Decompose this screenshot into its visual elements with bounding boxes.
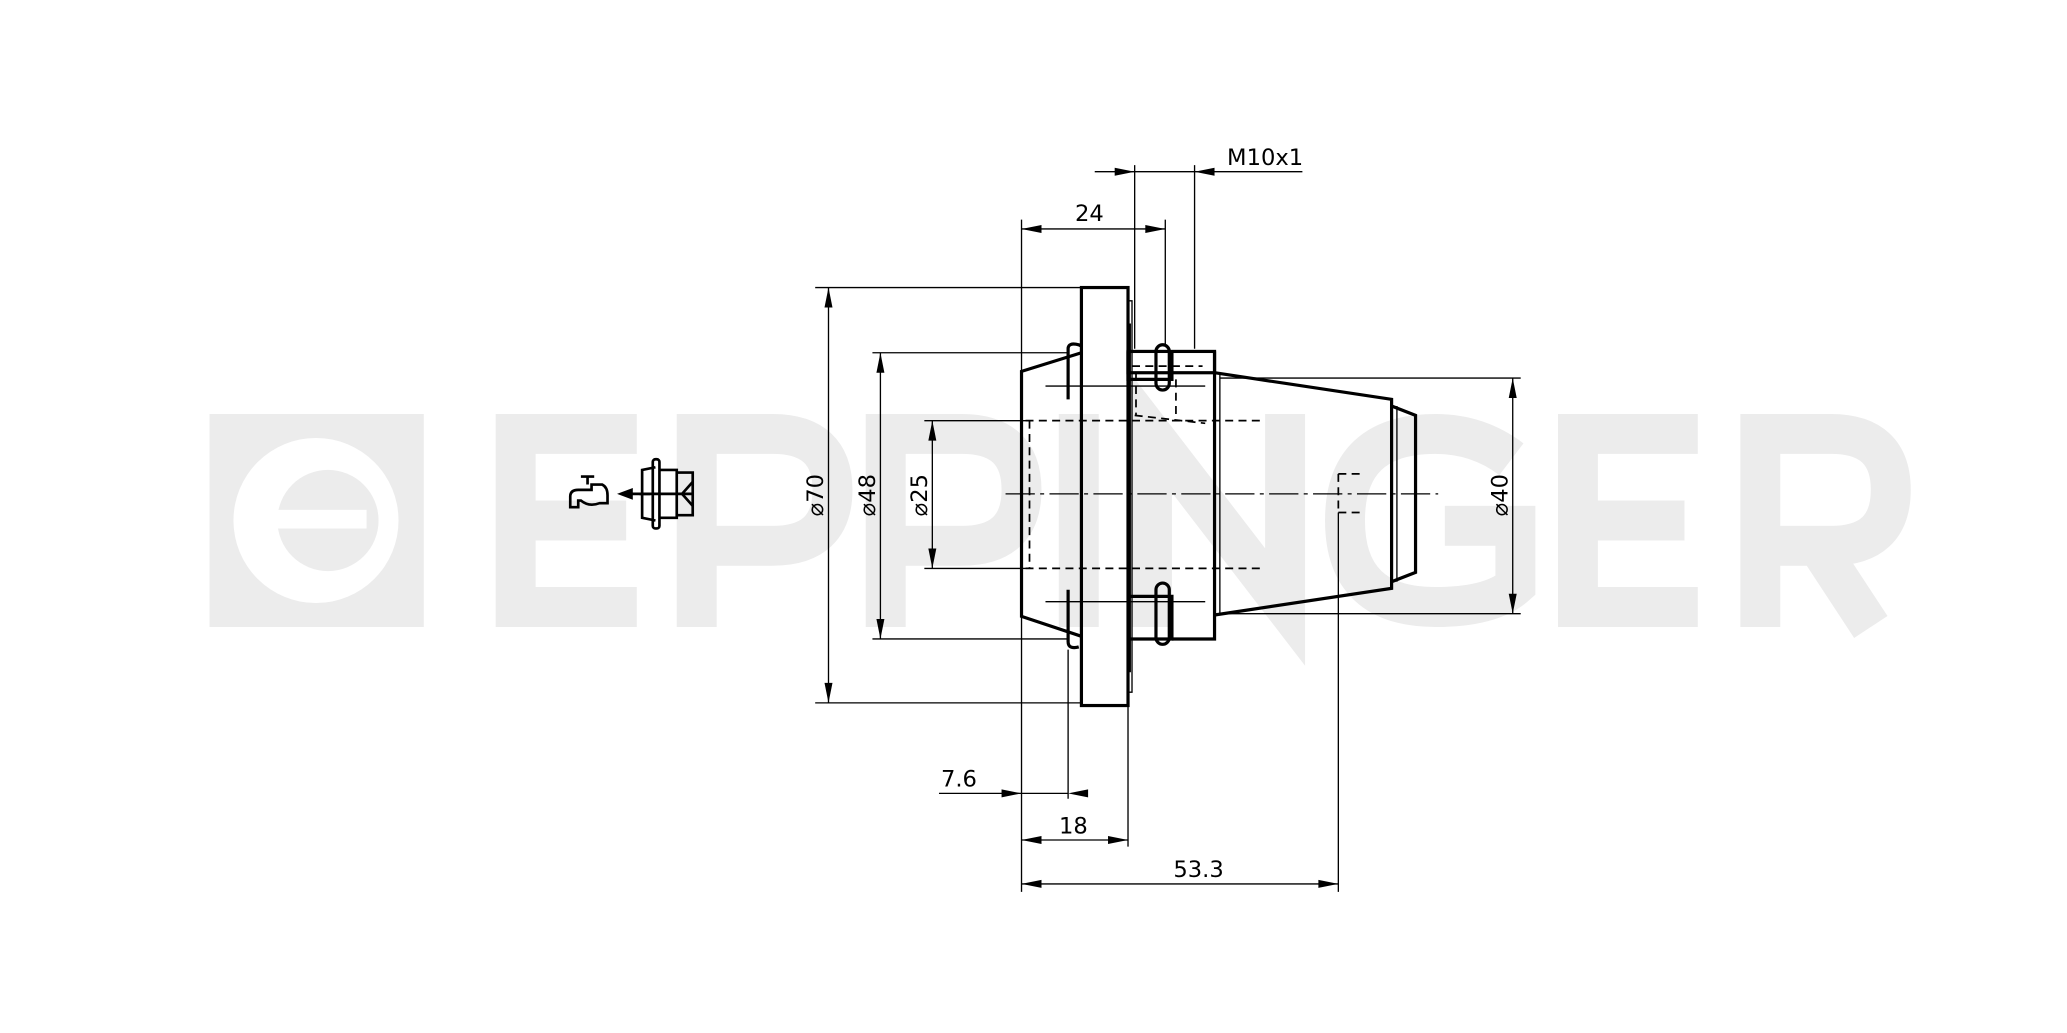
dim-length-7-6: 7.6 <box>941 767 977 793</box>
dim-diameter-48: ⌀48 <box>855 474 881 516</box>
dim-length-53-3: 53.3 <box>1173 857 1223 883</box>
dim-diameter-25: ⌀25 <box>907 474 933 516</box>
dim-diameter-40: ⌀40 <box>1487 474 1513 516</box>
dim-thread-m10x1: M10x1 <box>1227 145 1303 171</box>
tool-holder-part <box>1019 285 1418 708</box>
tool-holder-icon <box>617 457 695 530</box>
watermark-letters <box>495 375 1911 666</box>
dim-diameter-70: ⌀70 <box>803 474 829 516</box>
dimension-lines <box>815 165 1521 892</box>
dim-length-24: 24 <box>1075 201 1104 227</box>
eppinger-watermark <box>209 375 1911 666</box>
dim-length-18: 18 <box>1059 813 1088 839</box>
coolant-tap-icon <box>568 475 609 509</box>
